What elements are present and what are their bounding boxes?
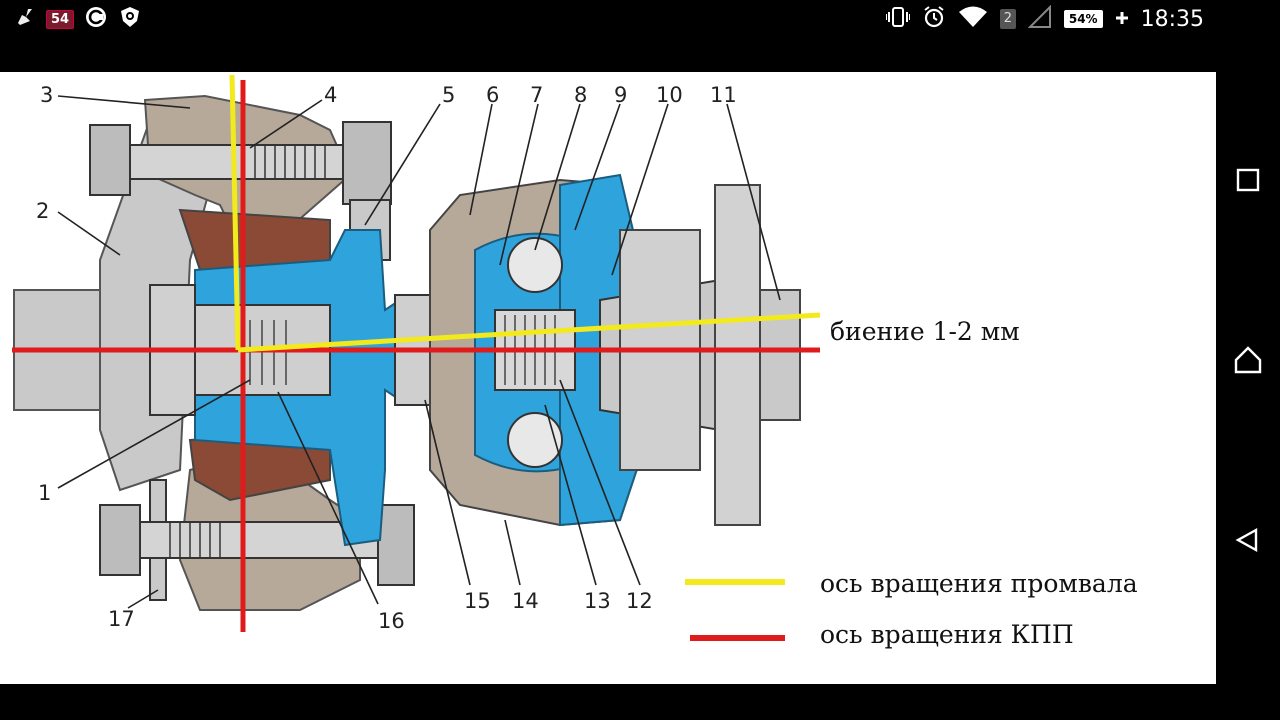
broom-icon: [16, 7, 36, 31]
legend-label-intermediate-shaft: ось вращения промвала: [820, 569, 1138, 598]
top-bolt-thread: [254, 145, 326, 179]
square-icon: [1236, 168, 1260, 192]
part-label-7: 7: [530, 83, 543, 107]
shield-app-icon: [118, 5, 142, 33]
sim-slot-badge: 2: [999, 9, 1016, 29]
top-nut: [342, 121, 392, 205]
intermediate-shaft-axis-vertical: [229, 74, 241, 351]
runout-label: биение 1-2 мм: [830, 317, 1020, 346]
battery-level: 54%: [1063, 10, 1103, 28]
top-bolt-head: [89, 124, 131, 196]
alarm-icon: [922, 5, 946, 33]
recent-apps-button[interactable]: [1230, 162, 1266, 198]
clock: 18:35: [1140, 6, 1204, 32]
part-label-11: 11: [710, 83, 737, 107]
diagram-image: 3 4 5 6 7 8 9 10 11 2 1 17 16 15 14 13 1…: [0, 72, 1216, 684]
part-label-3: 3: [40, 83, 53, 107]
home-button[interactable]: [1230, 342, 1266, 378]
navigation-bar: [1216, 0, 1280, 720]
part-4-top-bolt: [129, 144, 346, 180]
leader-lines: [57, 95, 781, 609]
part-label-9: 9: [614, 83, 627, 107]
bottom-bolt-thread: [169, 522, 221, 558]
vibrate-icon: [884, 6, 911, 32]
back-triangle-icon: [1235, 527, 1258, 553]
home-icon: [1234, 346, 1262, 374]
part-label-4: 4: [324, 83, 337, 107]
bottom-nut: [377, 504, 415, 586]
part-8-ball-upper: [507, 237, 563, 293]
part-label-10: 10: [656, 83, 683, 107]
cardan-joint-diagram: 3 4 5 6 7 8 9 10 11 2 1 17 16 15 14 13 1…: [12, 74, 1138, 649]
part-label-1: 1: [38, 481, 51, 505]
part-label-12: 12: [626, 589, 653, 613]
part-label-5: 5: [442, 83, 455, 107]
part-label-15: 15: [464, 589, 491, 613]
charging-plus-icon: [1115, 10, 1129, 29]
copyright-c-icon: [84, 5, 108, 33]
part-label-13: 13: [584, 589, 611, 613]
wifi-icon: [958, 5, 988, 33]
part-label-14: 14: [512, 589, 539, 613]
part-11-wheel-flange: [714, 184, 761, 526]
legend-label-gearbox: ось вращения КПП: [820, 620, 1074, 649]
part-label-6: 6: [486, 83, 499, 107]
bottom-bolt-head: [99, 504, 141, 576]
back-button[interactable]: [1230, 522, 1266, 558]
notification-count-badge: 54: [46, 9, 75, 29]
signal-icon: [1027, 4, 1052, 33]
part-13-ball-lower: [507, 412, 563, 468]
part-label-17: 17: [108, 607, 135, 631]
part-label-16: 16: [378, 609, 405, 633]
part-label-8: 8: [574, 83, 587, 107]
flange-hub: [759, 289, 801, 421]
part-label-2: 2: [36, 199, 49, 223]
status-bar: 54 2 54% 18:35: [0, 0, 1216, 38]
intermediate-shaft-axis-sloped: [237, 312, 821, 353]
